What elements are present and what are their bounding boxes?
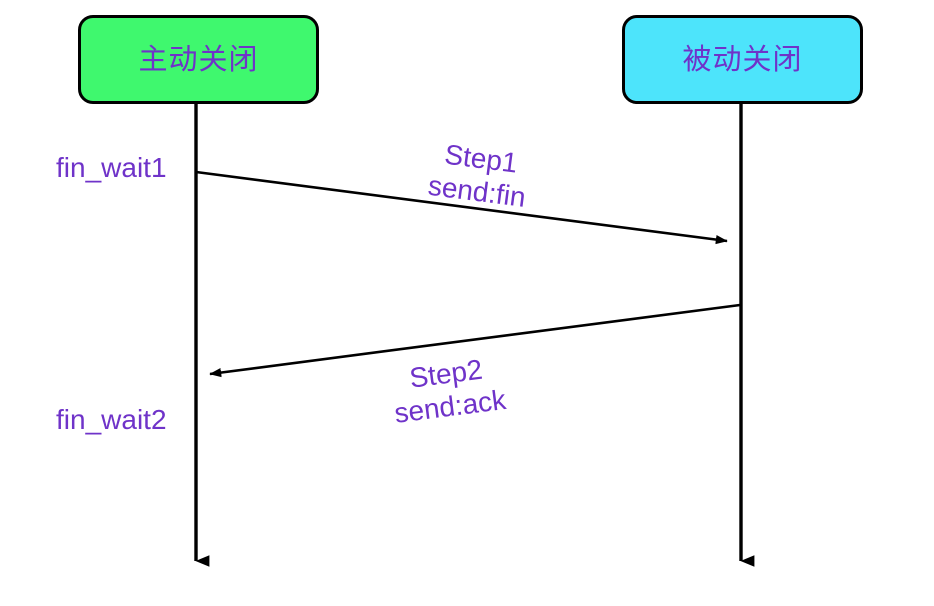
message-label-step2: Step2 send:ack [388,350,508,430]
message-label-step1: Step1 send:fin [426,136,532,214]
state-label-fin-wait1: fin_wait1 [56,152,167,183]
message-arrow-step1 [195,170,728,245]
participant-label-active-closer: 主动关闭 [138,42,259,76]
participant-box-passive-closer[interactable]: 被动关闭 [622,15,863,104]
participant-label-passive-closer: 被动关闭 [682,42,803,76]
participant-box-active-closer[interactable]: 主动关闭 [78,15,319,104]
message-arrow-step2 [209,303,741,378]
state-label-fin-wait2: fin_wait2 [56,404,167,435]
